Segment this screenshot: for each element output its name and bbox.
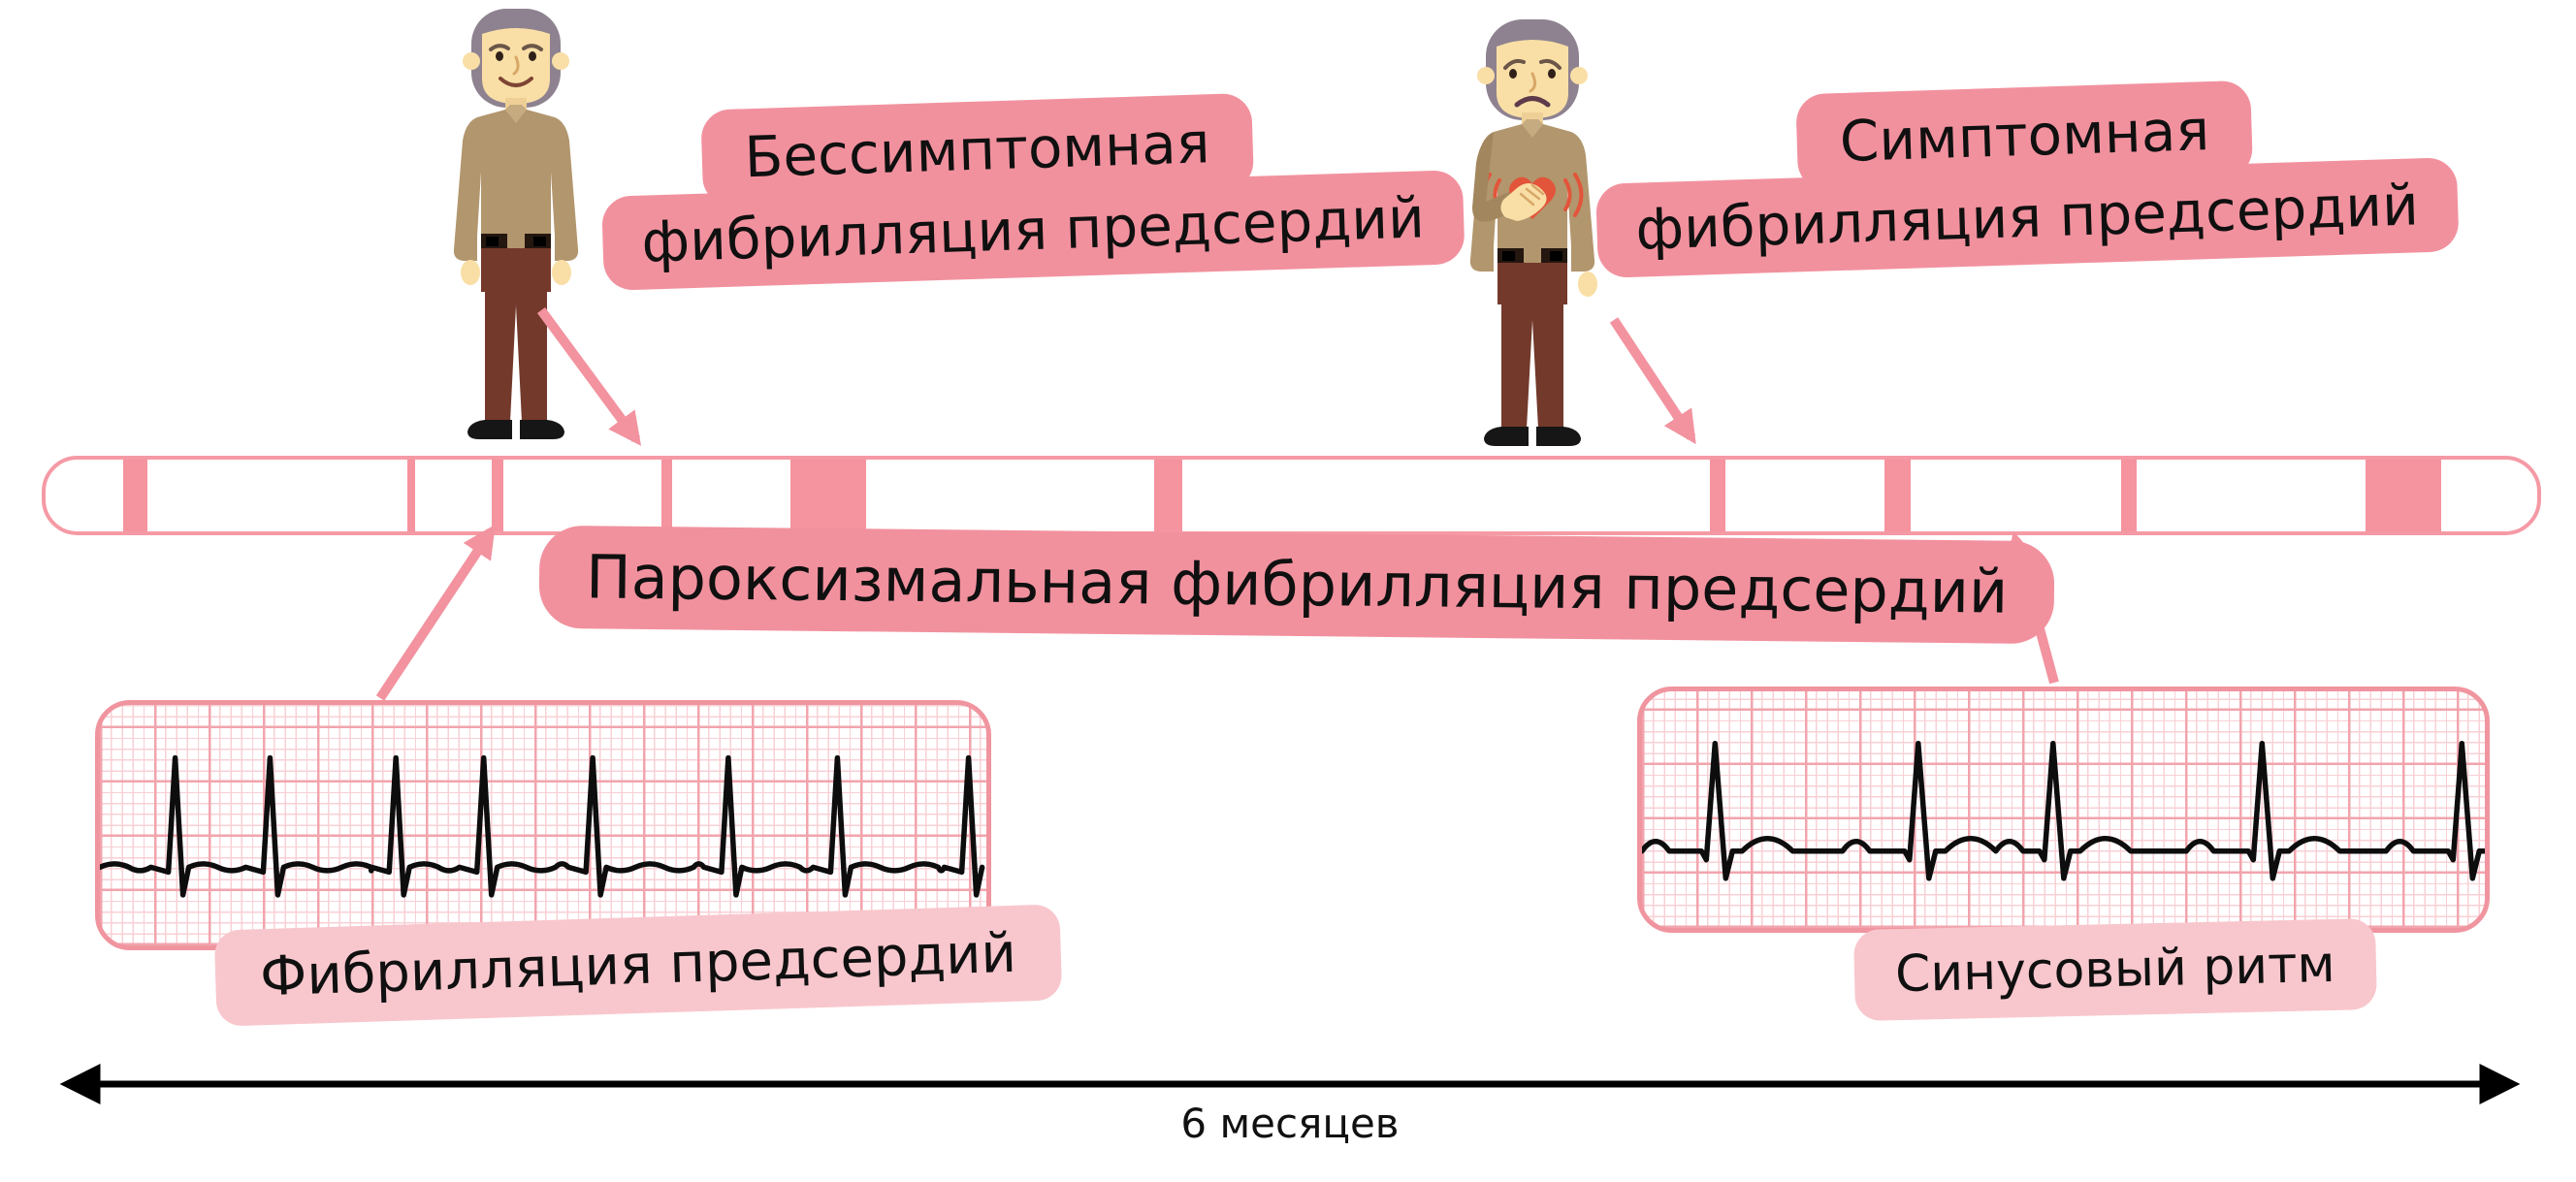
af-episode-segment	[406, 460, 415, 531]
six-months-text: 6 месяцев	[1180, 1100, 1400, 1147]
af-episode-segment	[491, 460, 503, 531]
af-episode-segment	[122, 460, 148, 531]
timeline-bar	[42, 456, 2541, 535]
shoe	[467, 420, 512, 439]
arrow-afib-ecg-to-bar	[375, 524, 496, 701]
sinus-ecg-trace	[1642, 740, 2485, 881]
asymptomatic-man-illustration	[453, 9, 579, 439]
shirt	[453, 110, 579, 261]
af-episode-segment	[2365, 460, 2441, 531]
pants	[481, 248, 551, 422]
afib-ecg-trace	[100, 754, 985, 898]
shoe	[1536, 427, 1581, 446]
symptomatic-af-label: Симптомная фибрилляция предсердий	[1593, 74, 2460, 278]
af-episode-segment	[1710, 460, 1725, 531]
symptomatic-af-label-line2: фибрилляция предсердий	[1595, 157, 2460, 278]
shoe	[1484, 427, 1529, 446]
paroxysmal-af-label: Пароксизмальная фибрилляция предсердий	[538, 525, 2055, 645]
frown	[1514, 96, 1551, 108]
smile	[499, 77, 533, 87]
sinus-ecg-strip	[1637, 687, 2490, 933]
af-episode-segment	[2120, 460, 2137, 531]
face	[482, 28, 550, 104]
af-episode-segment	[1154, 460, 1183, 531]
asymptomatic-af-label: Бессимптомная фибрилляция предсердий	[598, 86, 1465, 291]
asymptomatic-af-label-line1: Бессимптомная	[700, 92, 1254, 208]
af-episode-segment	[660, 460, 672, 531]
pants	[1497, 263, 1567, 429]
shoe	[520, 420, 564, 439]
afib-ecg-strip	[95, 700, 991, 950]
af-episode-segment	[1884, 460, 1911, 531]
af-episode-segment	[790, 460, 867, 531]
symptomatic-man-illustration	[1469, 19, 1597, 446]
sinus-caption: Синусовый ритм	[1852, 917, 2377, 1022]
hand-on-chest	[1500, 183, 1547, 221]
face	[1497, 40, 1568, 118]
